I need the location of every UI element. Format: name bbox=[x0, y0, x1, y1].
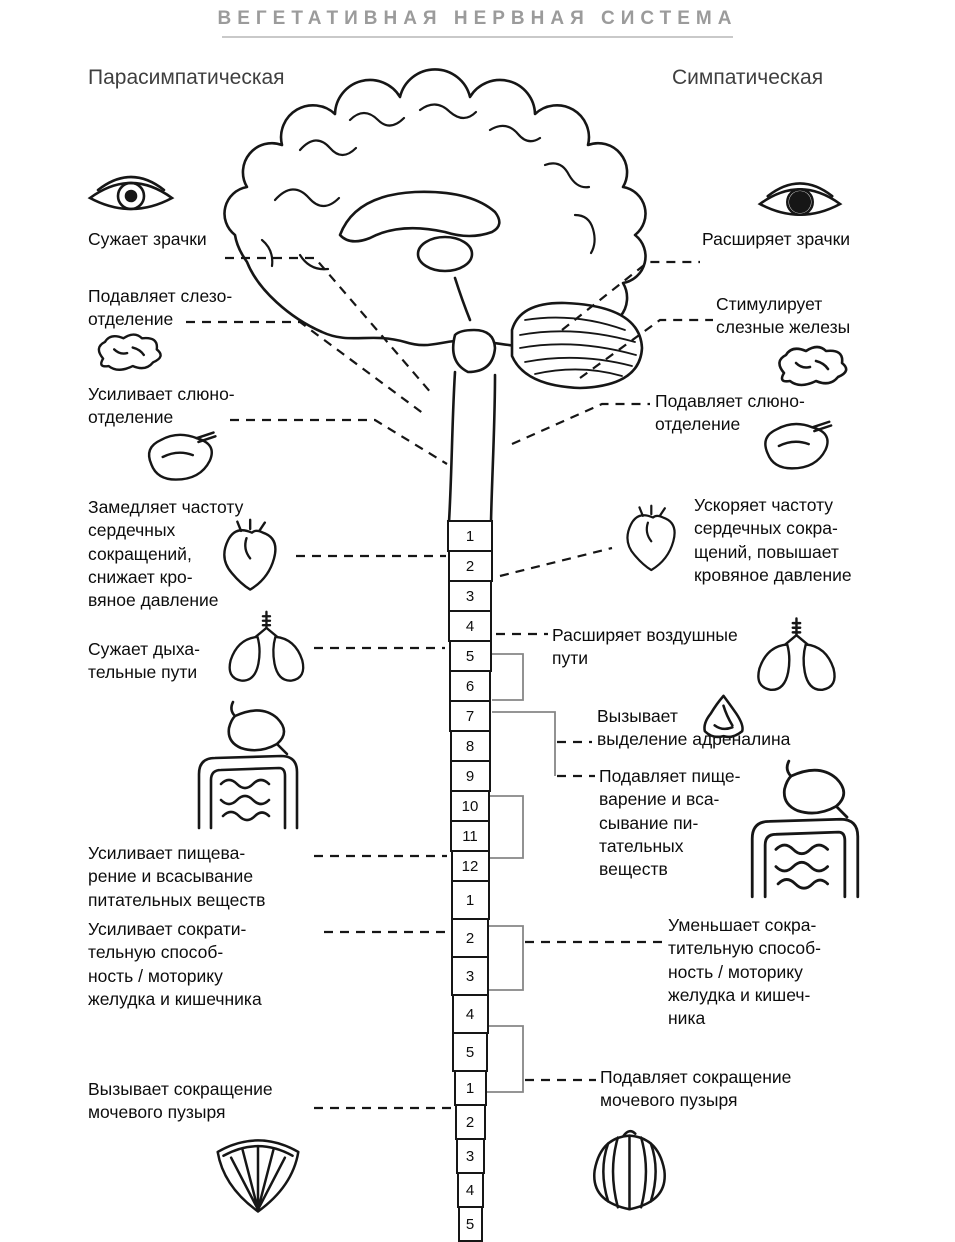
label-right-motility: Уменьшает сокра- тительную способ- ность… bbox=[668, 915, 821, 1029]
brain-illustration bbox=[223, 68, 647, 524]
label-left-tears: Подавляет слезо- отделение bbox=[88, 286, 233, 330]
adrenal-gland-icon bbox=[703, 694, 744, 739]
page-title: ВЕГЕТАТИВНАЯ НЕРВНАЯ СИСТЕМА bbox=[217, 8, 738, 29]
lungs-icon bbox=[757, 617, 836, 692]
label-right-adrenaline: Вызывает выделение адреналина bbox=[597, 706, 791, 750]
column-header-sympathetic: Симпатическая bbox=[672, 66, 824, 89]
spine-segment: 2 bbox=[447, 550, 493, 582]
bracket-segments-7-9 bbox=[492, 711, 556, 776]
spine-segment: 8 bbox=[449, 730, 491, 762]
heart-icon bbox=[626, 504, 676, 572]
spine-segment: 3 bbox=[451, 956, 489, 996]
label-right-airways: Расширяет воздушные пути bbox=[552, 625, 738, 669]
spine-segment: 9 bbox=[449, 760, 491, 792]
label-right-bladder: Подавляет сокращение мочевого пузыря bbox=[600, 1067, 792, 1111]
tear-gland-icon bbox=[778, 345, 848, 387]
salivary-gland-icon bbox=[147, 431, 217, 481]
label-right-digestion: Подавляет пище- варение и вса- сывание п… bbox=[599, 766, 741, 880]
connector-right-saliva bbox=[511, 402, 650, 446]
label-left-heart: Замедляет частоту сердечных сокращений, … bbox=[88, 497, 244, 611]
eye-icon bbox=[87, 175, 175, 211]
spine-segment: 12 bbox=[450, 850, 490, 882]
spine-segment: 1 bbox=[450, 880, 490, 920]
bladder-icon bbox=[593, 1129, 666, 1211]
connector-right-tears bbox=[579, 318, 713, 379]
salivary-gland-icon bbox=[764, 420, 833, 470]
column-header-parasympathetic: Парасимпатическая bbox=[88, 66, 285, 89]
label-left-airways: Сужает дыха- тельные пути bbox=[88, 639, 200, 683]
connector-left-saliva bbox=[230, 418, 448, 465]
spine-segment: 4 bbox=[456, 1172, 484, 1208]
label-right-pupils: Расширяет зрачки bbox=[702, 229, 851, 249]
spine-segment: 4 bbox=[448, 610, 492, 642]
spine-segment: 3 bbox=[448, 580, 492, 612]
connector-left-pupils bbox=[225, 256, 433, 395]
spine-segment: 7 bbox=[449, 700, 491, 732]
connector-right-pupils bbox=[561, 260, 700, 331]
spine-segment: 2 bbox=[451, 918, 489, 958]
label-right-tears: Стимулирует слезные железы bbox=[716, 294, 851, 338]
spinal-cord: 1 2 3 4 5 6 7 8 9 10 11 12 1 2 3 4 5 1 2… bbox=[410, 520, 530, 1242]
label-right-saliva: Подавляет слюно- отделение bbox=[655, 391, 805, 435]
connector-left-tears bbox=[186, 320, 425, 415]
connector-right-heart bbox=[499, 546, 613, 578]
heart-icon bbox=[223, 518, 277, 591]
bladder-icon bbox=[216, 1139, 300, 1213]
spine-segment: 5 bbox=[452, 1032, 488, 1072]
lungs-icon bbox=[228, 610, 305, 682]
label-right-heart: Ускоряет частоту сердечных сокра- щений,… bbox=[694, 495, 852, 585]
spine-segment: 11 bbox=[450, 820, 490, 852]
label-left-saliva: Усиливает слюно- отделение bbox=[88, 384, 235, 428]
spine-segment: 1 bbox=[447, 520, 493, 552]
stomach-intestines-icon bbox=[750, 759, 860, 899]
bracket-segments-5-6 bbox=[492, 653, 524, 701]
spine-segment: 1 bbox=[453, 1070, 487, 1106]
spine-segment: 5 bbox=[457, 1206, 483, 1242]
spine-segment: 6 bbox=[449, 670, 491, 702]
bracket-lumbar-2-3 bbox=[489, 925, 524, 991]
tear-gland-icon bbox=[97, 333, 162, 371]
spine-segment: 2 bbox=[454, 1104, 486, 1140]
spine-segment: 3 bbox=[455, 1138, 485, 1174]
spine-segment: 4 bbox=[451, 994, 489, 1034]
label-left-bladder: Вызывает сокращение мочевого пузыря bbox=[88, 1079, 273, 1123]
stomach-intestines-icon bbox=[197, 700, 299, 830]
spine-segment: 10 bbox=[450, 790, 490, 822]
title-underline bbox=[222, 36, 733, 38]
label-left-pupils: Сужает зрачки bbox=[88, 229, 207, 249]
label-left-motility: Усиливает сократи- тельную способ- ность… bbox=[88, 919, 262, 1009]
eye-icon bbox=[757, 182, 843, 217]
bracket-sacral-1-2 bbox=[486, 1025, 524, 1093]
label-left-digestion: Усиливает пищева- рение и всасывание пит… bbox=[88, 843, 266, 910]
bracket-segments-10-11 bbox=[489, 795, 524, 859]
spine-segment: 5 bbox=[448, 640, 492, 672]
